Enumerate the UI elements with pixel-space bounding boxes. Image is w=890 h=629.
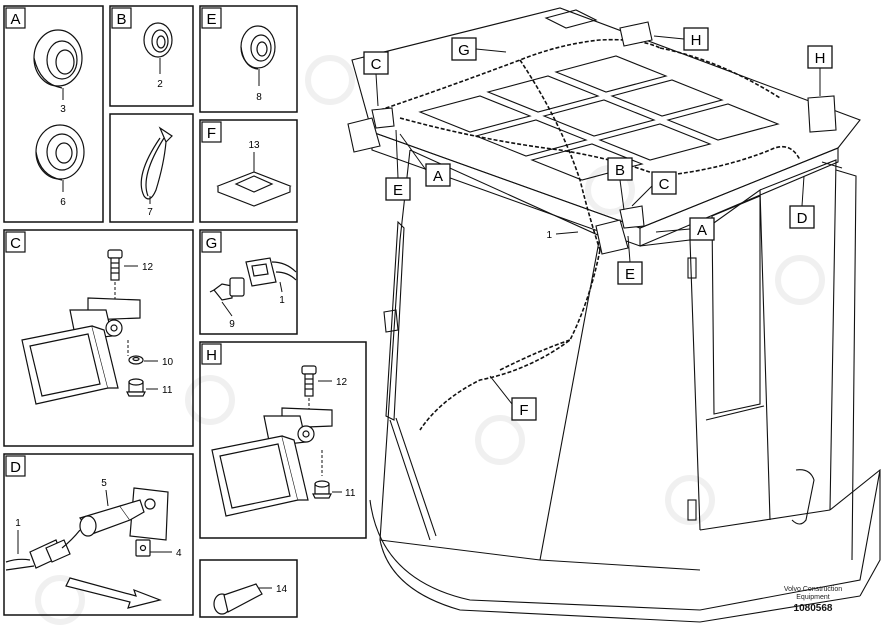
bolt-12 (107, 249, 123, 281)
callout-12-h: 12 (336, 377, 348, 388)
direction-arrow (65, 577, 162, 609)
callout-10: 10 (162, 357, 174, 368)
callout-3: 3 (60, 104, 66, 115)
panel-a: A 3 6 (3, 5, 104, 223)
credit-line-2: Equipment (796, 594, 830, 601)
callout-14: 14 (276, 584, 288, 595)
main-work-lamp-front (595, 205, 645, 255)
nut-11-c (126, 378, 146, 397)
panel-d: D 5 1 4 (3, 453, 194, 616)
tag-b: B (607, 157, 633, 211)
svg-text:A: A (433, 168, 443, 185)
callout-4: 4 (176, 548, 182, 559)
grommet-3 (33, 29, 83, 89)
cable-tie-mount-13 (216, 171, 292, 207)
washer-10 (128, 355, 144, 365)
panel-g-letter: G (206, 235, 218, 252)
callout-12-c: 12 (142, 262, 154, 273)
work-lamp-c (21, 297, 141, 405)
panel-b: B 2 (109, 5, 194, 107)
tag-h-right: H (807, 45, 833, 96)
svg-text:A: A (697, 222, 707, 239)
grommet-8 (240, 25, 276, 70)
clip-4 (135, 539, 151, 557)
main-work-lamp-left (347, 107, 395, 153)
panel-e-letter: E (206, 11, 216, 28)
panel-c: C 12 10 (3, 229, 194, 447)
panel-pin: 14 (199, 559, 298, 618)
tag-d: D (789, 175, 815, 229)
panel-c-letter: C (10, 235, 21, 252)
svg-text:B: B (615, 162, 625, 179)
callout-8: 8 (256, 92, 262, 103)
panel-h-letter: H (206, 347, 217, 364)
svg-text:1: 1 (546, 230, 552, 241)
callout-5: 5 (101, 478, 107, 489)
callout-1-d: 1 (15, 518, 21, 529)
callout-1-g: 1 (279, 295, 285, 306)
bolt-12-h (301, 365, 317, 397)
callout-6: 6 (60, 197, 66, 208)
panel-h: H 12 11 (199, 341, 367, 539)
callout-7: 7 (147, 207, 153, 218)
connector-1-g (245, 257, 297, 287)
sensor-5 (79, 499, 145, 537)
svg-text:D: D (797, 210, 808, 227)
publisher-credit: Volvo Construction Equipment (768, 586, 858, 602)
panel-cable-tie: 7 (109, 113, 194, 223)
callout-11-c: 11 (162, 385, 173, 396)
panel-a-letter: A (10, 11, 20, 28)
callout-11-h: 11 (345, 488, 356, 499)
panel-f: F 13 (199, 119, 298, 223)
wiring-harness (379, 38, 801, 431)
tag-f: F (489, 375, 537, 421)
tag-c-right: C (631, 171, 677, 207)
document-number: 1080568 (793, 603, 833, 614)
tag-h-top: H (653, 27, 709, 51)
svg-text:C: C (659, 176, 670, 193)
svg-text:H: H (815, 50, 826, 67)
panel-e: E 8 (199, 5, 298, 113)
pin-14 (213, 583, 263, 615)
grommet-6 (35, 124, 85, 181)
cable-tie-7 (140, 126, 173, 200)
nut-11-h (312, 480, 332, 499)
main-beacon-rear (619, 21, 837, 133)
svg-text:G: G (458, 42, 470, 59)
grommet-2 (143, 22, 173, 58)
credit-line-1: Volvo Construction (783, 586, 843, 593)
svg-text:F: F (519, 402, 528, 419)
tag-g: G (451, 37, 507, 61)
panel-d-letter: D (10, 459, 21, 476)
panel-b-letter: B (116, 11, 126, 28)
svg-text:C: C (371, 56, 382, 73)
panel-g: G 9 1 (199, 229, 298, 335)
callout-2: 2 (157, 79, 163, 90)
callout-9: 9 (229, 319, 235, 330)
tag-e-right: E (617, 235, 643, 285)
panel-f-letter: F (207, 125, 216, 142)
tag-c-left: C (363, 51, 389, 107)
work-lamp-h (211, 407, 333, 517)
cab-illustration (351, 7, 881, 623)
sensor-9 (209, 277, 245, 301)
tag-a-right: A (655, 217, 715, 241)
svg-text:E: E (393, 182, 403, 199)
main-tags: G H C H A E B (363, 27, 833, 421)
callout-13: 13 (248, 140, 260, 151)
harness-connector (5, 529, 81, 571)
tag-a-left: A (399, 133, 451, 187)
main-callout-1: 1 (546, 230, 579, 241)
svg-text:E: E (625, 266, 635, 283)
svg-text:H: H (691, 32, 702, 49)
tag-e-left: E (385, 129, 411, 201)
